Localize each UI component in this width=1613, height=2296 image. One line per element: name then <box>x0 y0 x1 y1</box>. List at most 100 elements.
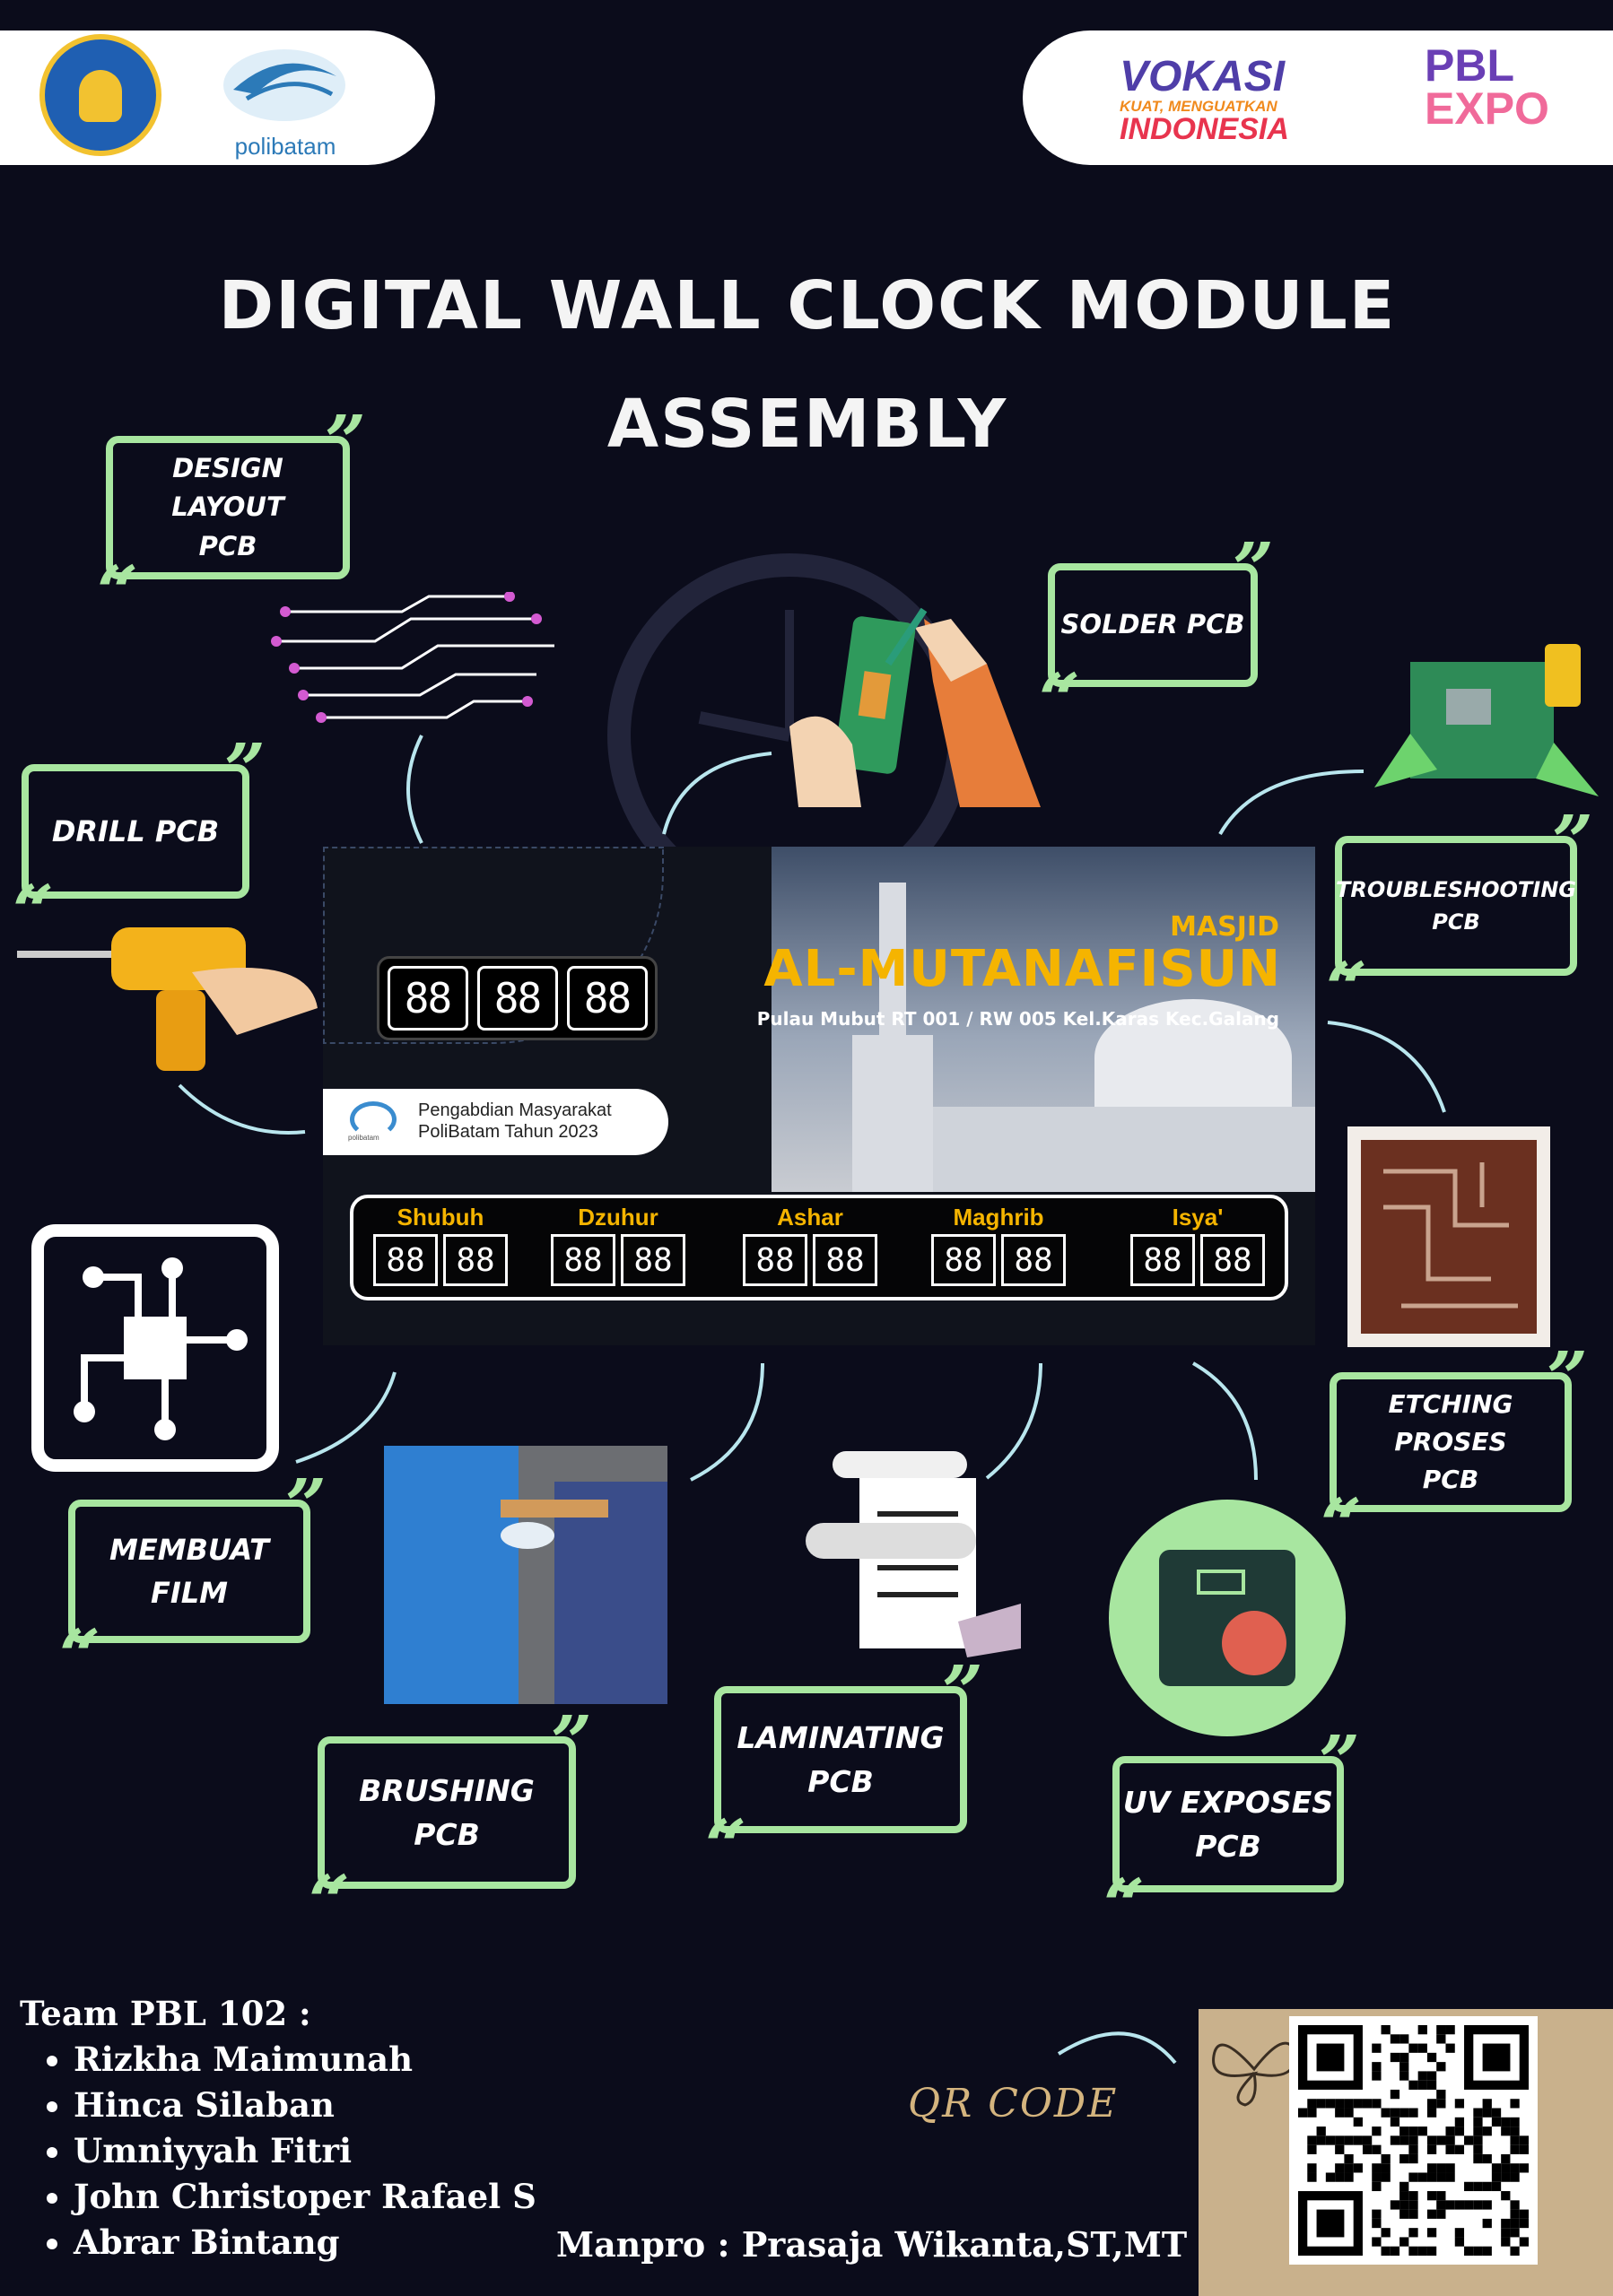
team-member: Abrar Bintang <box>74 2220 536 2266</box>
team-members: Rizkha Maimunah Hinca Silaban Umniyyah F… <box>20 2037 536 2266</box>
masjid-address: Pulau Mubut RT 001 / RW 005 Kel.Karas Ke… <box>756 1008 1279 1030</box>
main-dome <box>1094 999 1292 1116</box>
tut-wuri-handayani-logo <box>39 34 161 156</box>
open-quote-icon: “ <box>97 550 139 634</box>
step-etching: ETCHING PROSES PCB ” “ <box>1321 1342 1588 1561</box>
pengabdian-line-1: Pengabdian Masyarakat <box>418 1100 612 1120</box>
poster-title: DIGITAL WALL CLOCK MODULE ASSEMBLY <box>135 247 1480 483</box>
close-quote-icon: ” <box>324 399 366 483</box>
prayer-name: Isya' <box>1172 1204 1224 1231</box>
polibatam-logo-icon <box>223 49 345 121</box>
close-quote-icon: ” <box>284 1463 327 1547</box>
step-drill: DRILL PCB ” “ <box>13 734 266 947</box>
prayer-name: Ashar <box>777 1204 843 1231</box>
close-quote-icon: ” <box>1546 1335 1588 1420</box>
open-quote-icon: “ <box>59 1613 101 1698</box>
prayer-hour: 88 <box>1130 1234 1195 1286</box>
vokasi-tagline: KUAT, MENGUATKAN <box>1120 98 1277 115</box>
step-etching-label: ETCHING PROSES PCB <box>1388 1389 1513 1494</box>
step-solder: SOLDER PCB ” “ <box>1039 533 1274 735</box>
step-troubleshooting-label: TROUBLESHOOTING PCB <box>1336 877 1576 935</box>
open-quote-icon: “ <box>1039 657 1081 742</box>
pengabdian-banner: polibatam Pengabdian Masyarakat PoliBata… <box>323 1089 668 1155</box>
step-uv-exposes-label: UV EXPOSES PCB <box>1122 1784 1334 1865</box>
open-quote-icon: “ <box>1103 1863 1146 1947</box>
team-heading: Team PBL 102 : <box>20 1994 311 2033</box>
prayer-name: Shubuh <box>397 1204 484 1231</box>
header-right-banner <box>1023 30 1613 165</box>
uv-pcb-icon <box>1109 1500 1346 1736</box>
polibatam-wordmark: polibatam <box>234 133 336 160</box>
masjid-label: MASJID <box>1170 911 1279 943</box>
team-member: Hinca Silaban <box>74 2083 536 2128</box>
qr-code[interactable] <box>1289 2016 1538 2265</box>
open-quote-icon: “ <box>309 1859 351 1944</box>
qr-code-label: QR CODE <box>908 2081 1119 2126</box>
close-quote-icon: ” <box>941 1649 983 1734</box>
qr-code-icon <box>1298 2025 1529 2256</box>
polibatam-small-wordmark: polibatam <box>348 1134 379 1142</box>
prayer-minute: 88 <box>443 1234 508 1286</box>
expo-text: EXPO <box>1425 83 1549 134</box>
vokasi-title: VOKASI <box>1120 53 1286 100</box>
pbl-text: PBL <box>1425 40 1514 91</box>
title-line-2: ASSEMBLY <box>606 386 1008 463</box>
mosque-photo <box>772 847 1315 1192</box>
chip-circuit-icon <box>31 1224 279 1472</box>
open-quote-icon: “ <box>705 1804 747 1888</box>
open-quote-icon: “ <box>1321 1483 1363 1567</box>
etched-pcb-image <box>1347 1126 1550 1347</box>
project-manager: Manpro : Prasaja Wikanta,ST,MT <box>556 2224 1188 2265</box>
prayer-minute: 88 <box>621 1234 685 1286</box>
prayer-hour: 88 <box>931 1234 996 1286</box>
prayer-minute: 88 <box>1001 1234 1066 1286</box>
soldering-hands-icon <box>789 607 1041 807</box>
step-design-layout-label: DESIGN LAYOUT PCB <box>171 452 284 561</box>
vokasi-logo: VOKASI KUAT, MENGUATKAN INDONESIA <box>1120 53 1308 145</box>
prayer-hour: 88 <box>551 1234 615 1286</box>
step-brushing-label: BRUSHING PCB <box>359 1772 535 1853</box>
prayer-minute: 88 <box>813 1234 877 1286</box>
prayer-name: Maghrib <box>953 1204 1044 1231</box>
team-list: Team PBL 102 : Rizkha Maimunah Hinca Sil… <box>20 1991 536 2266</box>
drill-icon <box>17 927 318 1071</box>
step-brushing: BRUSHING PCB ” “ <box>309 1706 592 1937</box>
title-line-1: DIGITAL WALL CLOCK MODULE <box>218 267 1397 344</box>
step-solder-label: SOLDER PCB <box>1060 609 1245 640</box>
pengabdian-line-2: PoliBatam Tahun 2023 <box>418 1122 598 1142</box>
main-clock: 88 88 88 <box>377 956 658 1040</box>
butterfly-icon <box>1212 2041 1296 2107</box>
close-quote-icon: ” <box>1232 526 1274 611</box>
prayer-hour: 88 <box>743 1234 807 1286</box>
clock-hours: 88 <box>387 966 468 1031</box>
close-quote-icon: ” <box>550 1700 592 1784</box>
prayer-clock-display: 88 88 88 MASJID AL-MUTANAFISUN Pulau Mub… <box>323 847 1315 1345</box>
clock-seconds: 88 <box>566 966 648 1031</box>
step-laminating: LAMINATING PCB ” “ <box>705 1656 983 1882</box>
prayer-name: Dzuhur <box>578 1204 658 1231</box>
team-member: Rizkha Maimunah <box>74 2037 536 2083</box>
open-quote-icon: “ <box>1326 946 1368 1031</box>
mosque-facade <box>852 1035 933 1192</box>
close-quote-icon: ” <box>1318 1719 1360 1804</box>
team-member: John Christoper Rafael S <box>74 2174 536 2220</box>
step-uv-exposes: UV EXPOSES PCB ” “ <box>1103 1726 1360 1941</box>
prayer-minute: 88 <box>1200 1234 1265 1286</box>
polibatam-small-logo-icon <box>350 1101 397 1137</box>
pengabdian-text: Pengabdian Masyarakat PoliBatam Tahun 20… <box>418 1100 612 1143</box>
masjid-name: AL-MUTANAFISUN <box>763 940 1281 998</box>
circuit-traces-icon <box>271 592 554 723</box>
step-membuat-film: MEMBUAT FILM ” “ <box>59 1469 327 1692</box>
mosque-building <box>933 1107 1315 1192</box>
team-member: Umniyyah Fitri <box>74 2128 536 2174</box>
clock-minutes: 88 <box>476 966 558 1031</box>
step-design-layout: DESIGN LAYOUT PCB ” “ <box>97 405 366 628</box>
close-quote-icon: ” <box>1551 799 1593 883</box>
close-quote-icon: ” <box>223 727 266 812</box>
